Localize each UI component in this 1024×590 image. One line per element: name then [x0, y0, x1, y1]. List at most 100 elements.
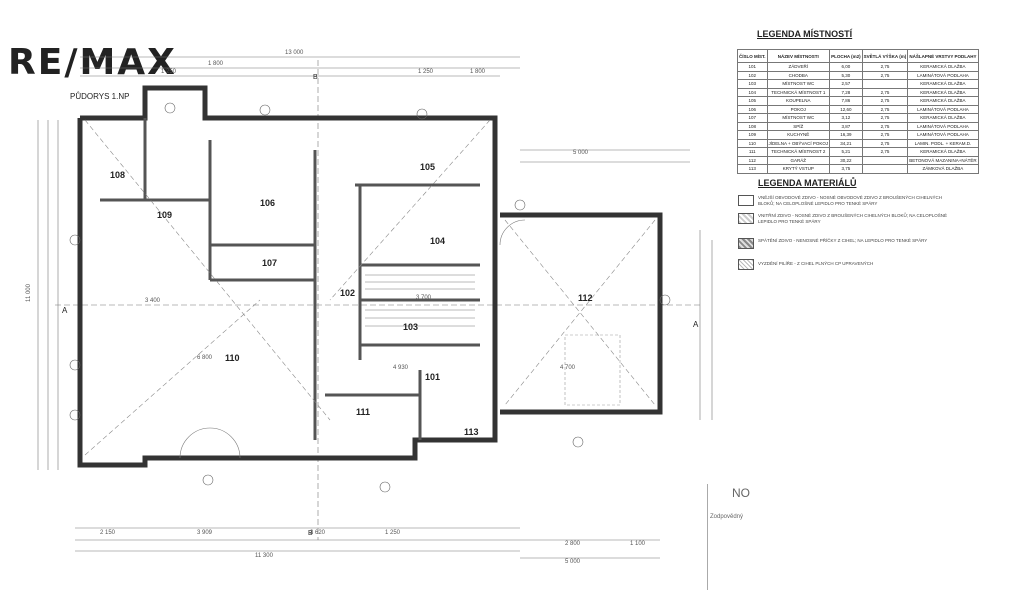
room-label: 106 [260, 198, 276, 208]
material-swatch-hatch-dark [738, 238, 754, 249]
table-cell: ZÁMKOVÁ DLAŽBA [907, 164, 979, 174]
table-cell: LAMINÁTOVÁ PODLAHA [907, 121, 979, 131]
col-header: PLOCHA (m2) [829, 49, 863, 63]
table-cell: 7,86 [829, 96, 863, 106]
dim-mid-a: 3 400 [145, 298, 161, 304]
material-item: VNITŘNÍ ZDIVO - NOSNÉ ZDIVO Z BROUŠENÝCH… [758, 213, 948, 224]
table-cell: CHODBA [766, 70, 831, 80]
dim-bottom-e: 2 800 [565, 541, 581, 547]
legend-rooms-title: LEGENDA MÍSTNOSTÍ [757, 29, 853, 39]
table-cell: MÍSTNOST WC [766, 79, 831, 89]
room-label: 108 [110, 170, 126, 180]
table-cell: 12,60 [829, 104, 863, 114]
table-cell: 103 [737, 79, 768, 89]
material-item: SPÁTĚNÍ ZDIVO - NENOSNÉ PŘÍČKY Z CIHEL; … [758, 238, 928, 243]
table-cell: 105 [737, 96, 768, 106]
col-header: ČÍSLO MÍST. [737, 49, 768, 63]
table-cell: 3,87 [829, 121, 863, 131]
table-cell [861, 155, 909, 165]
dim-top-a: 1 250 [161, 69, 177, 75]
dim-bottom-b: 3 909 [197, 530, 213, 536]
table-cell: 111 [737, 147, 768, 157]
table-cell: 109 [737, 130, 768, 140]
title-block-label: NO [732, 486, 750, 500]
section-marker-a: A [62, 306, 68, 315]
table-cell: 2,75 [861, 70, 909, 80]
table-cell: 2,75 [861, 147, 909, 157]
room-label: 101 [425, 372, 441, 382]
table-cell: 2,75 [861, 138, 909, 148]
table-cell: 2,75 [861, 96, 909, 106]
table-cell: 30,22 [829, 155, 863, 165]
table-cell: JÍDELNA + OBÝVACÍ POKOJ [766, 138, 831, 148]
plan-title: PŮDORYS 1.NP [70, 92, 130, 101]
dim-mid-b: 6 800 [197, 355, 213, 361]
table-cell: LAMINÁTOVÁ PODLAHA [907, 130, 979, 140]
table-cell: MÍSTNOST WC [766, 113, 831, 123]
table-header-row: ČÍSLO MÍST. NÁZEV MÍSTNOSTI PLOCHA (m2) … [737, 49, 979, 63]
room-legend-table: ČÍSLO MÍST. NÁZEV MÍSTNOSTI PLOCHA (m2) … [737, 49, 979, 174]
table-cell: GARÁŽ [766, 155, 831, 165]
table-cell: 2,75 [861, 130, 909, 140]
room-label: 102 [340, 288, 356, 298]
room-label: 110 [225, 353, 240, 363]
table-cell: KRYTÝ VSTUP [766, 164, 831, 174]
room-label: 113 [464, 427, 479, 437]
table-cell: KERAMICKÁ DLAŽBA [907, 79, 979, 89]
dim-mid-e: 4 930 [393, 365, 409, 371]
table-cell [861, 164, 909, 174]
table-cell: 34,21 [829, 138, 863, 148]
table-cell: 110 [737, 138, 768, 148]
title-block: NO Zodpovědný [707, 484, 1024, 590]
col-header: NÁZEV MÍSTNOSTI [766, 49, 831, 63]
table-cell: SPÍŽ [766, 121, 831, 131]
col-header: SVĚTLÁ VÝŠKA (m) [861, 49, 909, 63]
table-cell: 108 [737, 121, 768, 131]
table-cell: 3,75 [829, 164, 863, 174]
dim-top-b: 1 800 [208, 61, 224, 67]
room-label: 111 [356, 407, 371, 417]
table-cell: KERAMICKÁ DLAŽBA [907, 113, 979, 123]
table-cell: 16,39 [829, 130, 863, 140]
table-cell: LAMINÁTOVÁ PODLAHA [907, 104, 979, 114]
dim-bottom-d: 1 250 [385, 530, 401, 536]
table-cell: KERAMICKÁ DLAŽBA [907, 96, 979, 106]
table-cell: KERAMICKÁ DLAŽBA [907, 62, 979, 72]
material-item: VYZDĚNÍ PILÍŘE - Z CIHEL PLNÝCH CP UPRAV… [758, 261, 874, 266]
table-cell: 113 [737, 164, 768, 174]
room-label: 104 [430, 236, 446, 246]
table-cell: 2,75 [861, 113, 909, 123]
section-marker-b-bottom: B [308, 530, 313, 537]
table-cell: KERAMICKÁ DLAŽBA [907, 147, 979, 157]
dim-bottom-a: 2 150 [100, 530, 116, 536]
table-cell: LAMIN. PODL. + KERAM.D. [907, 138, 979, 148]
table-cell: 2,75 [861, 104, 909, 114]
table-cell: 101 [737, 62, 768, 72]
table-cell: 104 [737, 87, 768, 97]
material-swatch-hatch [738, 213, 754, 224]
dim-mid-c: 4 700 [560, 365, 576, 371]
table-cell: 107 [737, 113, 768, 123]
table-cell: 5,30 [829, 70, 863, 80]
table-cell: TECHNICKÁ MÍSTNOST 2 [766, 147, 831, 157]
table-cell: BETONOVÁ MAZANINA+NÁTĚR [907, 155, 979, 165]
table-cell: KOUPELNA [766, 96, 831, 106]
title-block-responsible: Zodpovědný [710, 514, 744, 520]
table-cell: 102 [737, 70, 768, 80]
dim-mid-d: 3 700 [416, 295, 432, 301]
dim-bottom-c: 3 620 [310, 530, 326, 536]
dim-top-total: 13 000 [285, 50, 304, 56]
table-cell: 7,28 [829, 87, 863, 97]
material-swatch-hatch-light [738, 259, 754, 270]
